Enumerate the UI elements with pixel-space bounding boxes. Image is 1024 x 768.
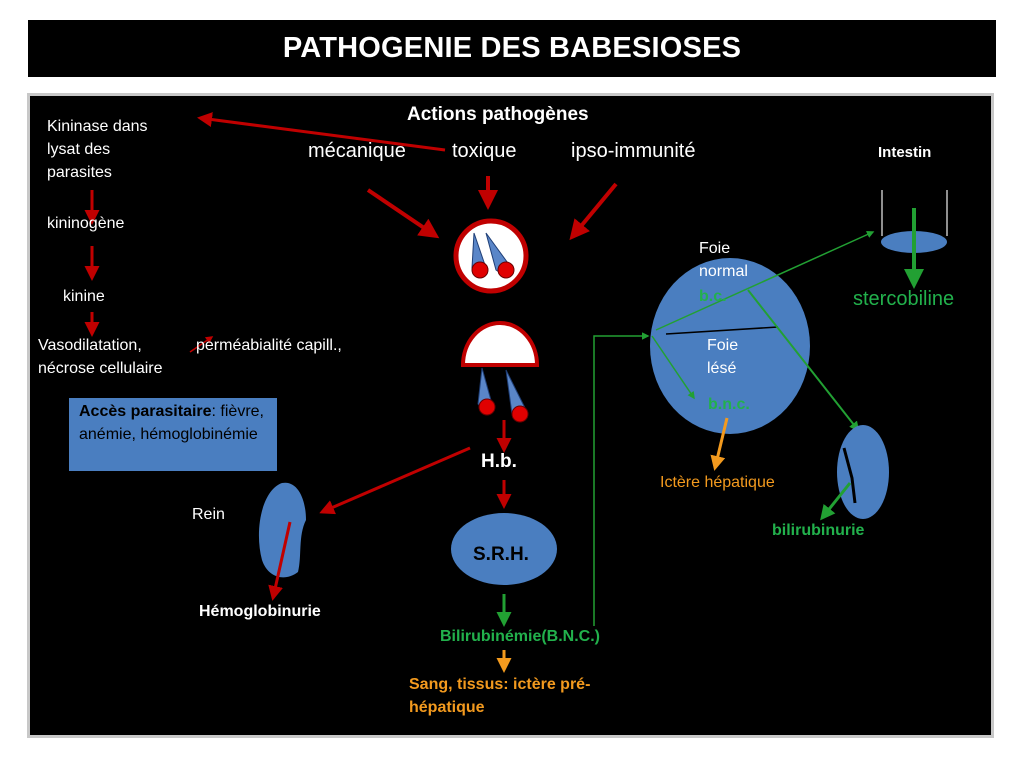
rein-kidney-icon [258, 482, 306, 578]
arrow-kidney-bilirubinurie [820, 482, 852, 521]
arrow-bnc-ictere [710, 417, 729, 471]
red-blood-cell-icon [453, 218, 529, 294]
bc-label: b.c. [699, 288, 727, 305]
foie-liver [650, 258, 810, 434]
slide-title: PATHOGENIE DES BABESIOSES [28, 20, 996, 77]
acces-label: Accès parasitaire [79, 403, 212, 420]
connector-bnc-to-foie [593, 332, 650, 626]
foie-divider [665, 326, 779, 335]
foie-normal-label: Foie normal [699, 240, 748, 280]
acces-text2: anémie, hémoglobinémie [79, 426, 258, 443]
right-kidney-icon [837, 425, 889, 519]
rein-label: Rein [192, 506, 225, 523]
actions-heading: Actions pathogènes [407, 104, 589, 125]
arrow-to-permeabilite [189, 336, 214, 353]
action-toxique: toxique [452, 140, 517, 162]
arrow-bc-rein [747, 289, 860, 432]
bnc-label: b.n.c. [708, 396, 750, 413]
arrow-rein-hemoglobinurie [268, 521, 292, 601]
arrow-mecanique [366, 188, 440, 239]
arrow-foie-intestin [655, 231, 875, 331]
stercobiline-label: stercobiline [853, 288, 955, 310]
kininogene-text: kininogène [47, 215, 125, 232]
acces-text1: : fièvre, [211, 403, 264, 420]
permeabilite-text: perméabialité capill., [196, 337, 342, 354]
acces-parasitaire-box: Accès parasitaire: fièvre, anémie, hémog… [69, 398, 277, 471]
foie-lese-label: Foie lésé [707, 337, 739, 377]
arrow-ipso-immunite [569, 182, 618, 241]
action-ipso-immunite: ipso-immunité [571, 140, 696, 162]
kinine-text: kinine [63, 288, 105, 305]
arrow-hb-rein [319, 446, 471, 515]
srh-organ [451, 513, 557, 585]
vasodilatation-text: Vasodilatation, nécrose cellulaire [38, 337, 163, 377]
sang-label: Sang, tissus: ictère pré- hépatique [409, 676, 591, 716]
hemoglobinurie-label: Hémoglobinurie [199, 603, 321, 620]
kininase-text: Kininase dans lysat des parasites [47, 118, 148, 181]
action-mecanique: mécanique [308, 140, 406, 162]
hb-label: H.b. [481, 451, 517, 472]
bilirubinemie-label: Bilirubinémie(B.N.C.) [440, 628, 601, 645]
right-kidney-hilum [842, 447, 857, 504]
ruptured-cell-icon [460, 321, 540, 423]
intestin-label: Intestin [878, 144, 932, 161]
bilirubinurie-label: bilirubinurie [772, 522, 865, 539]
arrow-to-kininase [197, 112, 446, 152]
ictere-hepatique-label: Ictère hépatique [660, 474, 775, 491]
srh-label: S.R.H. [473, 544, 529, 565]
arrow-foie-bnc [651, 335, 695, 400]
